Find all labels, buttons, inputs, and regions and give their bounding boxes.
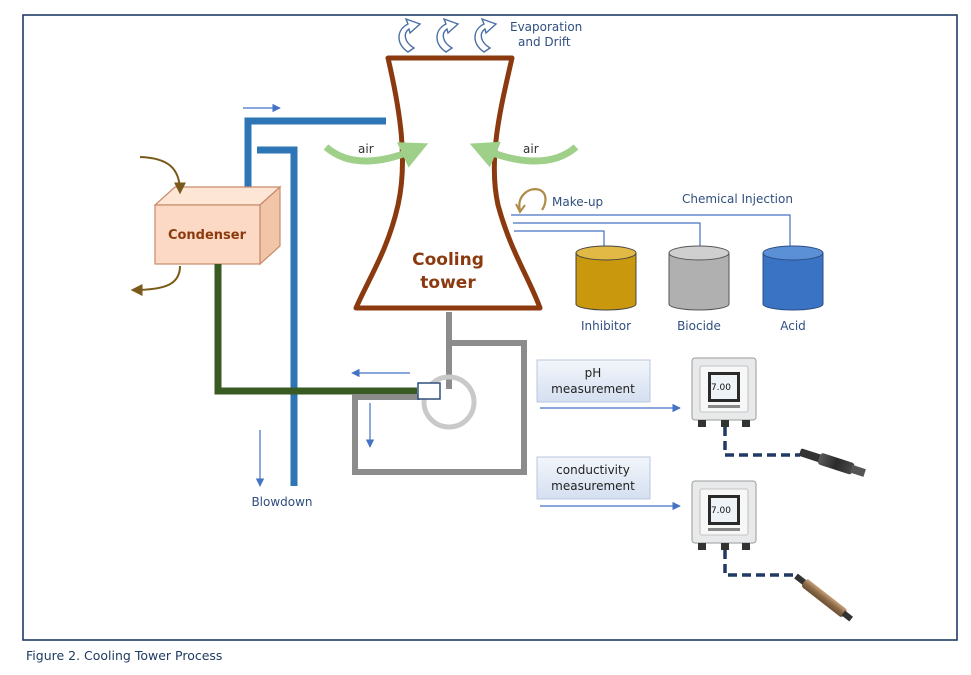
transmitter-icon: 7.00: [691, 357, 757, 427]
cooling-tower-label-line1: Cooling: [412, 250, 484, 270]
ph-sensor-icon: [799, 448, 866, 477]
conductivity-sensor-cable: [723, 550, 798, 577]
figure-caption: Figure 2. Cooling Tower Process: [26, 648, 223, 663]
evaporation-label: Evaporation: [510, 20, 582, 34]
acid-tank: [762, 245, 824, 311]
inhibitor-tank: [575, 245, 637, 311]
makeup-label: Make-up: [552, 195, 603, 209]
conductivity-measurement-label-line2: measurement: [551, 479, 635, 493]
ph-sensor-cable: [723, 427, 800, 457]
conductivity-measurement-box: [536, 456, 651, 500]
air-arrow-icon: [323, 142, 429, 168]
ph-measurement-label-line1: pH: [585, 366, 602, 380]
evaporation-arrow-icon: [474, 17, 498, 53]
acid-label: Acid: [780, 319, 806, 333]
evaporation-arrows: [398, 17, 498, 53]
pump-ring: [421, 374, 477, 430]
makeup-arrowhead: [515, 203, 526, 214]
air-arrow-icon: [469, 141, 579, 168]
biocide-tank: [668, 245, 730, 311]
air-right-label: air: [523, 142, 539, 156]
chemical-injection-lines: [511, 214, 791, 258]
evaporation-arrow-icon: [398, 17, 422, 53]
green-pipe: [214, 264, 417, 395]
chemical-injection-label: Chemical Injection: [682, 192, 793, 206]
transmitter-icon: 7.00: [691, 480, 757, 550]
sample-point: [417, 382, 441, 400]
condenser-outlet-arrow: [130, 265, 181, 296]
svg-text:7.00: 7.00: [711, 383, 731, 393]
inhibitor-label: Inhibitor: [581, 319, 631, 333]
evaporation-arrow-icon: [436, 17, 460, 53]
condenser: [153, 185, 282, 266]
blowdown-label: Blowdown: [251, 495, 312, 509]
makeup-arrow-icon: [518, 188, 547, 211]
ph-measurement-label-line2: measurement: [551, 382, 635, 396]
blue-pipes: [244, 117, 386, 486]
condenser-inlet-arrow: [139, 156, 186, 195]
conductivity-sensor-icon: [794, 573, 854, 622]
biocide-label: Biocide: [677, 319, 721, 333]
air-left-label: air: [358, 142, 374, 156]
cooling-tower-label-line2: tower: [420, 273, 476, 293]
condenser-label: Condenser: [168, 228, 247, 243]
svg-text:7.00: 7.00: [711, 506, 731, 516]
conductivity-measurement-label-line1: conductivity: [556, 463, 630, 477]
ph-measurement-box: [536, 359, 651, 403]
drift-label: and Drift: [518, 35, 571, 49]
